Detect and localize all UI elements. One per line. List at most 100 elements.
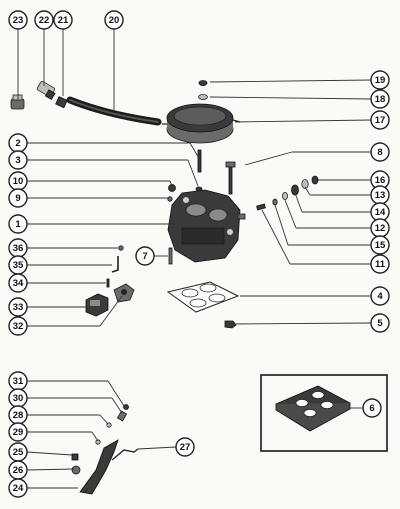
callout-3: 3 xyxy=(8,150,28,170)
callout-number: 12 xyxy=(375,223,386,234)
part-14-fitting xyxy=(291,184,299,196)
callout-number: 2 xyxy=(15,138,20,149)
part-11-screw xyxy=(256,203,266,211)
callout-number: 24 xyxy=(13,483,24,494)
callout-circle xyxy=(370,313,390,333)
callout-13: 13 xyxy=(370,185,390,205)
part-2-stud xyxy=(197,149,202,173)
part-21-nut xyxy=(55,96,68,109)
callout-36: 36 xyxy=(8,238,28,258)
callout-number: 21 xyxy=(58,15,69,26)
callout-number: 1 xyxy=(15,219,21,230)
callout-31: 31 xyxy=(8,371,28,391)
callout-circle xyxy=(370,70,390,90)
callout-circle xyxy=(370,254,390,274)
callout-circle xyxy=(8,297,28,317)
leader-line-3 xyxy=(187,159,199,187)
part-13-gasket xyxy=(301,179,309,189)
part-6-spacer xyxy=(275,385,351,432)
part-12-gasket xyxy=(281,191,288,200)
leader-line-12 xyxy=(284,199,297,229)
leader-line-17 xyxy=(234,119,372,123)
leader-line-11 xyxy=(261,209,291,265)
callout-number: 9 xyxy=(15,193,20,204)
callout-11: 11 xyxy=(370,254,390,274)
callout-number: 13 xyxy=(375,190,386,201)
leader-line-25 xyxy=(26,451,73,456)
part-36-clip xyxy=(118,245,124,251)
leader-line-32 xyxy=(99,295,123,327)
leader-line-10 xyxy=(169,180,173,187)
leader-line-8 xyxy=(244,151,293,166)
callout-number: 33 xyxy=(13,302,24,313)
callout-17: 17 xyxy=(370,110,390,130)
leader-line-14 xyxy=(294,192,303,213)
callout-number: 16 xyxy=(375,175,386,186)
callout-number: 25 xyxy=(13,447,24,458)
callout-circle xyxy=(175,437,195,457)
leader-lines xyxy=(17,29,372,489)
callout-number: 14 xyxy=(375,207,386,218)
part-27-link xyxy=(111,448,139,461)
callout-circle xyxy=(34,10,54,30)
leader-line-15 xyxy=(274,204,289,246)
callout-29: 29 xyxy=(8,422,28,442)
part-34-pin xyxy=(106,278,110,288)
inset-box xyxy=(260,374,388,452)
part-5-nut xyxy=(224,320,237,329)
callout-circle xyxy=(362,398,382,418)
callout-14: 14 xyxy=(370,202,390,222)
callout-circle xyxy=(370,235,390,255)
callout-circle xyxy=(53,10,73,30)
leader-line-19 xyxy=(209,79,372,83)
callout-circle xyxy=(370,286,390,306)
callout-33: 33 xyxy=(8,297,28,317)
part-31-clip xyxy=(123,404,129,410)
callout-8: 8 xyxy=(370,142,390,162)
part-18-washer xyxy=(198,94,208,100)
callout-9: 9 xyxy=(8,188,28,208)
callout-26: 26 xyxy=(8,460,28,480)
leader-line-27 xyxy=(137,446,177,450)
leader-line-26 xyxy=(26,468,75,471)
callout-5: 5 xyxy=(370,313,390,333)
part-19-nut xyxy=(198,80,208,86)
part-8-screw xyxy=(225,161,236,195)
callout-2: 2 xyxy=(8,133,28,153)
callout-number: 27 xyxy=(180,442,191,453)
leader-line-2 xyxy=(189,142,201,161)
part-33-housing xyxy=(85,293,109,317)
callout-circle xyxy=(370,110,390,130)
callout-20: 20 xyxy=(104,10,124,30)
callout-number: 17 xyxy=(375,115,386,126)
callout-32: 32 xyxy=(8,316,28,336)
part-30-spring xyxy=(116,410,128,422)
callout-circle xyxy=(135,246,155,266)
callout-25: 25 xyxy=(8,442,28,462)
part-23-fitting xyxy=(10,94,25,110)
callout-27: 27 xyxy=(175,437,195,457)
part-35-rod xyxy=(111,256,119,273)
callout-number: 23 xyxy=(13,15,24,26)
callout-circle xyxy=(370,89,390,109)
callout-circle xyxy=(8,150,28,170)
callout-number: 6 xyxy=(369,403,374,414)
part-26-nut xyxy=(71,465,81,475)
callout-number: 19 xyxy=(375,75,386,86)
part-9-plug xyxy=(167,196,173,202)
leader-line-13 xyxy=(304,186,311,196)
callout-number: 29 xyxy=(13,427,24,438)
part-1-carburetor xyxy=(167,189,246,263)
callout-number: 36 xyxy=(13,243,24,254)
callout-number: 18 xyxy=(375,94,386,105)
callout-1: 1 xyxy=(8,214,28,234)
callout-10: 10 xyxy=(8,171,28,191)
leader-line-18 xyxy=(209,96,372,100)
callout-28: 28 xyxy=(8,405,28,425)
callout-number: 28 xyxy=(13,410,24,421)
callout-number: 7 xyxy=(142,251,147,262)
leader-line-5 xyxy=(233,322,372,325)
